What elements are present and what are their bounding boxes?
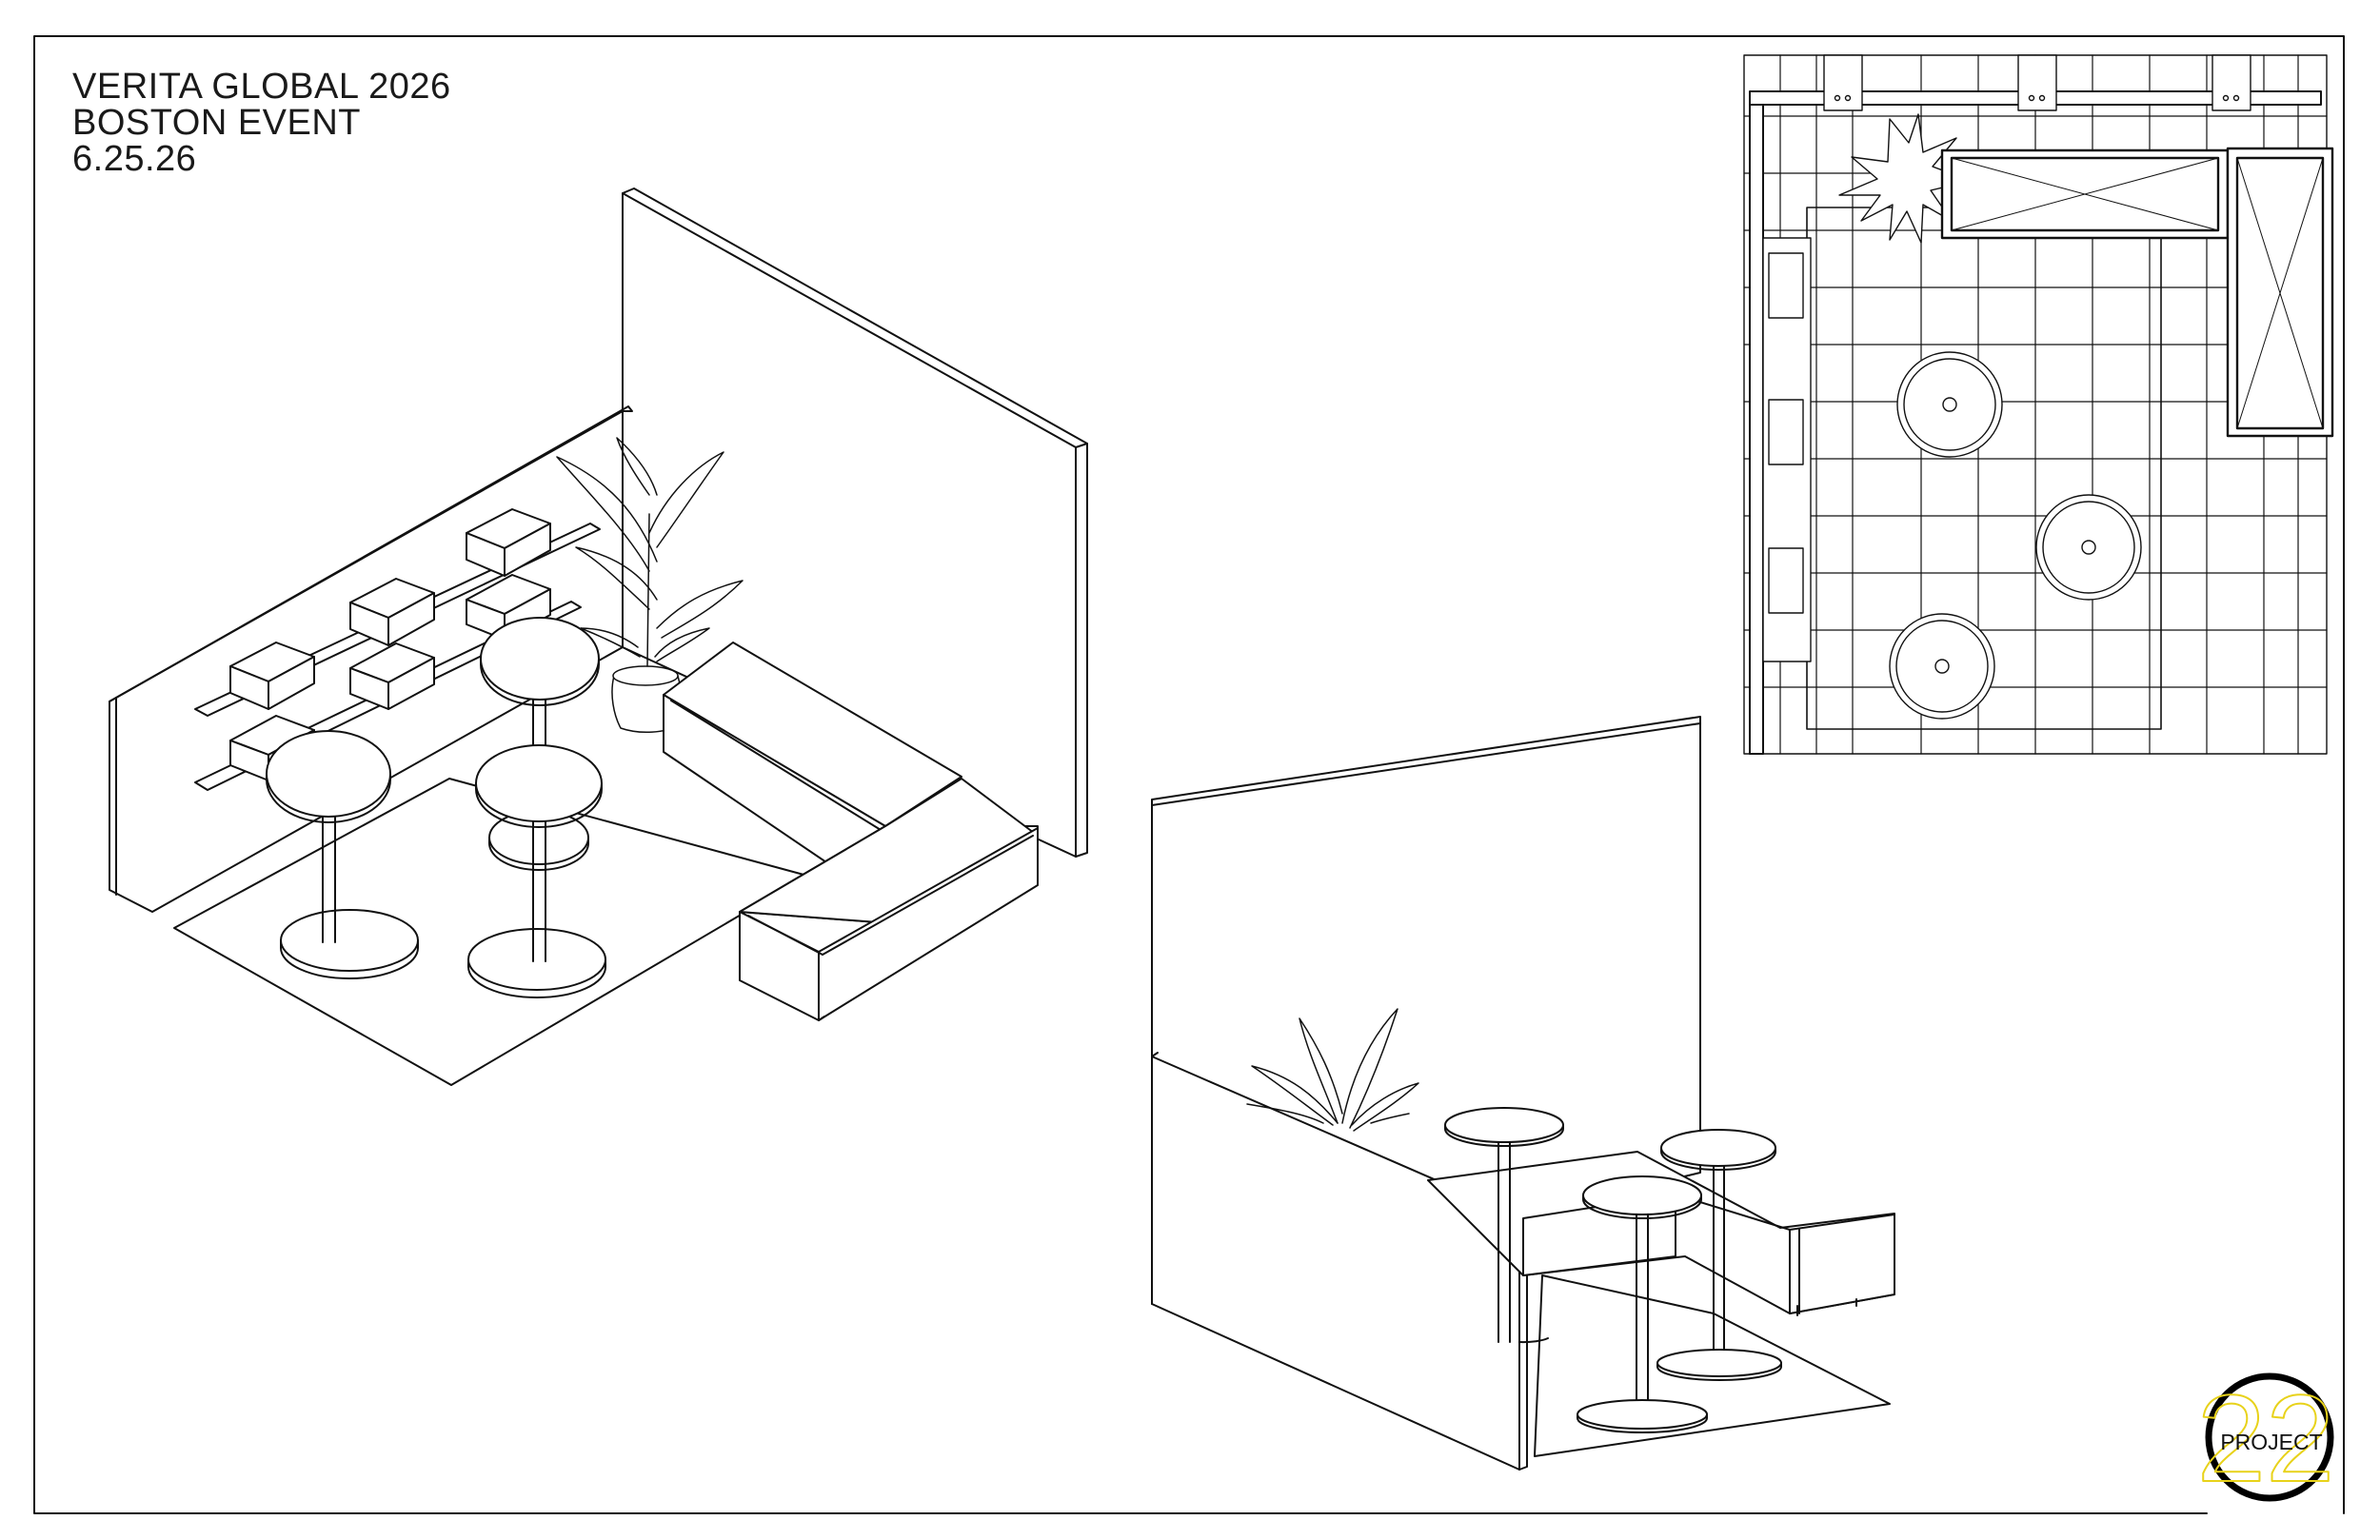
display-box <box>466 508 551 577</box>
bar-table <box>1577 1175 1708 1433</box>
bar-table <box>1444 1107 1564 1344</box>
display-box <box>349 578 435 646</box>
potted-plant <box>556 437 744 733</box>
event-location: BOSTON EVENT <box>72 103 362 143</box>
logo-word: PROJECT <box>2220 1430 2322 1454</box>
plan-table <box>2035 494 2142 601</box>
plan-sofa <box>1940 147 2334 438</box>
floor-plan <box>1743 54 2334 755</box>
isometric-view-1 <box>109 188 1088 1086</box>
bar-table <box>467 744 606 998</box>
plan-plant <box>1838 113 1972 244</box>
plan-table <box>1889 613 1995 720</box>
logo-number: 22 <box>2197 1369 2335 1508</box>
wall-shelves <box>194 508 601 791</box>
plan-light <box>1823 54 1863 111</box>
event-title: VERITA GLOBAL 2026 <box>72 67 451 107</box>
bar-table <box>480 617 600 783</box>
potted-plant <box>1246 1008 1419 1132</box>
display-box <box>229 642 315 710</box>
event-date: 6.25.26 <box>72 139 197 179</box>
plan-side-wall <box>1749 104 1764 755</box>
project22-logo: 22 PROJECT <box>2196 1368 2336 1509</box>
isometric-view-2 <box>1151 716 1895 1471</box>
display-box <box>349 642 435 710</box>
bar-table <box>266 730 419 979</box>
l-bench <box>663 642 1039 1021</box>
sheet-border <box>33 35 2345 1514</box>
plan-table <box>1896 351 2003 458</box>
logo-ring <box>2205 1372 2334 1502</box>
plan-light <box>2211 54 2251 111</box>
plan-light <box>2017 54 2057 111</box>
bar-table <box>1656 1129 1782 1381</box>
title-block: VERITA GLOBAL 2026 BOSTON EVENT 6.25.26 <box>72 69 451 177</box>
